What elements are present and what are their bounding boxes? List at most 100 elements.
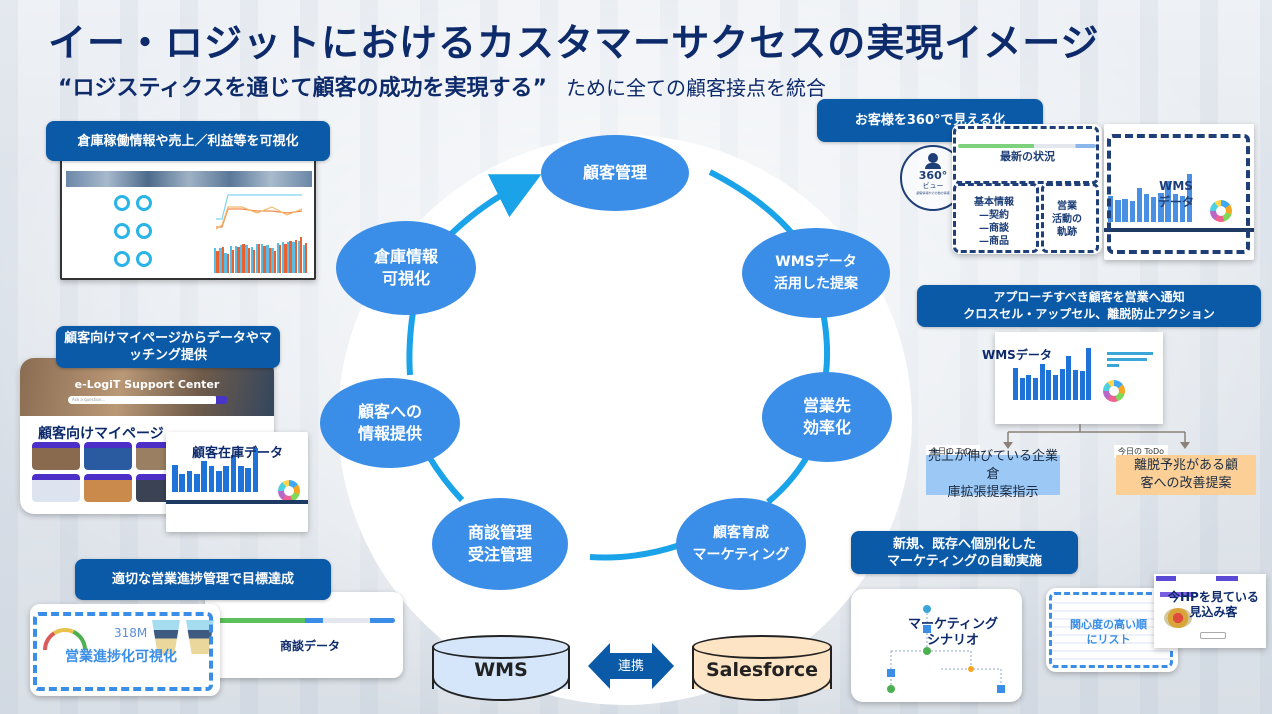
subtitle-quote: “ロジスティクスを通じて顧客の成功を実現する” xyxy=(58,76,547,101)
chart-bar xyxy=(294,239,298,273)
chart-bar xyxy=(284,244,287,273)
warehouse-list xyxy=(66,191,208,278)
marketing-scenario-screenshot xyxy=(851,589,1022,702)
overlay-marketing-scenario: マーケティング シナリオ xyxy=(908,617,998,648)
cycle-node-customer-nurturing[interactable]: 顧客育成 マーケティング xyxy=(676,498,806,590)
chart-bar xyxy=(232,249,235,273)
todo-tag-right: 今日の ToDo xyxy=(1114,445,1169,458)
dashed-sales-activity xyxy=(1041,183,1099,253)
page-subtitle: “ロジスティクスを通じて顧客の成功を実現する” ために全ての顧客接点を統合 xyxy=(58,70,826,102)
chart-bar xyxy=(223,465,229,492)
cycle-node-deal-order-management[interactable]: 商談管理 受注管理 xyxy=(432,498,568,590)
chart-bar xyxy=(276,243,279,273)
chart-bar xyxy=(263,246,266,273)
chart-bar xyxy=(1115,200,1121,222)
person-icon xyxy=(928,153,938,163)
db-top xyxy=(692,635,832,659)
chart-bar xyxy=(1046,369,1052,400)
dashed-highlight xyxy=(33,612,213,691)
scenario-flow xyxy=(887,605,1005,693)
chart-bar xyxy=(216,250,219,273)
db-top xyxy=(432,635,570,659)
chart-bar xyxy=(179,473,185,492)
mypage-tile[interactable] xyxy=(84,442,132,470)
chart-bar xyxy=(245,467,251,492)
label-sales-progress: 適切な営業進捗管理で目標達成 xyxy=(75,559,331,600)
cycle-node-sales-efficiency[interactable]: 営業先 効率化 xyxy=(762,372,892,462)
overlay-basic-info: 基本情報 —契約 —商談 —商品 xyxy=(974,197,1014,247)
gauge-chart xyxy=(43,628,87,651)
chart-bar xyxy=(1019,378,1025,400)
overlay-approach-wms: WMSデータ xyxy=(982,348,1052,362)
support-search-input[interactable]: Ask a question... xyxy=(68,396,218,404)
mypage-tile[interactable] xyxy=(84,474,132,502)
salesforce-record-screenshot xyxy=(952,124,1102,254)
chart-bar xyxy=(1066,355,1072,400)
label-mypage: 顧客向けマイページからデータやマッチング提供 xyxy=(56,326,280,368)
salesforce-database[interactable]: Salesforce xyxy=(692,635,832,701)
overlay-interest-list: 関心度の高い順 にリスト xyxy=(1070,618,1147,646)
approach-wms-screenshot xyxy=(995,332,1163,424)
todo-right: 離脱予兆がある顧 客への改善提案 xyxy=(1116,455,1256,495)
inventory-data-screenshot xyxy=(166,432,308,532)
chart-bar xyxy=(289,240,292,273)
dashed-latest-status xyxy=(953,126,1099,184)
chart-bar xyxy=(299,237,303,273)
mypage-tile[interactable] xyxy=(32,474,80,502)
chart-bar xyxy=(242,243,245,273)
table-header xyxy=(166,500,308,504)
chart-bar xyxy=(297,240,300,273)
chart-bar xyxy=(194,473,200,492)
wms-data-screenshot xyxy=(1104,124,1254,260)
chart-bar xyxy=(1026,375,1032,400)
search-button[interactable] xyxy=(216,396,228,404)
chart-bar xyxy=(247,248,251,273)
chart-bar xyxy=(245,245,248,273)
chart-bar xyxy=(292,241,295,273)
chart-bar xyxy=(1122,198,1128,222)
overlay-hp-prospects: 今HPを見ている 見込み客 xyxy=(1168,590,1259,619)
chart-bar xyxy=(229,246,232,273)
chart-bar xyxy=(261,244,264,273)
cycle-node-warehouse-visualization[interactable]: 倉庫情報 可視化 xyxy=(336,221,476,315)
chart-bar xyxy=(237,246,240,273)
chart-bar xyxy=(238,466,244,492)
chart-bar xyxy=(214,248,217,273)
wms-database[interactable]: WMS xyxy=(432,635,570,701)
label-approach: アプローチすべき顧客を営業へ通知 クロスセル・アップセル、離脱防止アクション xyxy=(917,285,1261,327)
chart-bar xyxy=(273,250,277,273)
overlay-wms-data: WMS データ xyxy=(1158,179,1195,209)
approach-donut-chart xyxy=(1103,380,1125,402)
warehouse-photo-strip xyxy=(66,171,312,187)
support-center-title: e-LogiT Support Center xyxy=(74,378,220,391)
overlay-deal-data: 商談データ xyxy=(280,639,341,653)
warehouse-dashboard-screenshot xyxy=(60,155,316,280)
chart-bar xyxy=(1179,196,1186,222)
mypage-tile[interactable] xyxy=(32,442,80,470)
metric-318m: 318M xyxy=(114,626,148,640)
cycle-node-wms-proposal[interactable]: WMSデータ 活用した提案 xyxy=(742,228,890,318)
chart-bar xyxy=(302,245,306,273)
chart-bar xyxy=(1033,378,1038,400)
view360-sub: ビュー xyxy=(922,182,944,190)
chart-bar xyxy=(1151,197,1157,222)
label-marketing: 新規、既存へ個別化した マーケティングの自動実施 xyxy=(851,531,1078,574)
chart-bar xyxy=(268,248,271,273)
chart-bar xyxy=(1158,193,1164,222)
chart-bar xyxy=(1136,188,1143,222)
interest-list-screenshot xyxy=(1046,588,1178,672)
chart-bar xyxy=(201,461,207,492)
chart-bar xyxy=(252,249,256,273)
chart-bar xyxy=(226,254,230,273)
page-title: イー・ロジットにおけるカスタマーサクセスの実現イメージ xyxy=(48,21,1100,65)
chart-bar xyxy=(219,247,222,273)
cycle-node-info-provision[interactable]: 顧客への 情報提供 xyxy=(320,378,460,468)
wms-donut-chart xyxy=(1210,200,1232,222)
chart-bar xyxy=(1073,369,1078,400)
chart-bar xyxy=(252,448,259,492)
chart-bar xyxy=(255,244,259,273)
chart-bar xyxy=(240,244,243,273)
chart-bar xyxy=(305,243,308,273)
cycle-node-customer-management[interactable]: 顧客管理 xyxy=(541,135,689,211)
deal-data-screenshot xyxy=(205,592,403,678)
